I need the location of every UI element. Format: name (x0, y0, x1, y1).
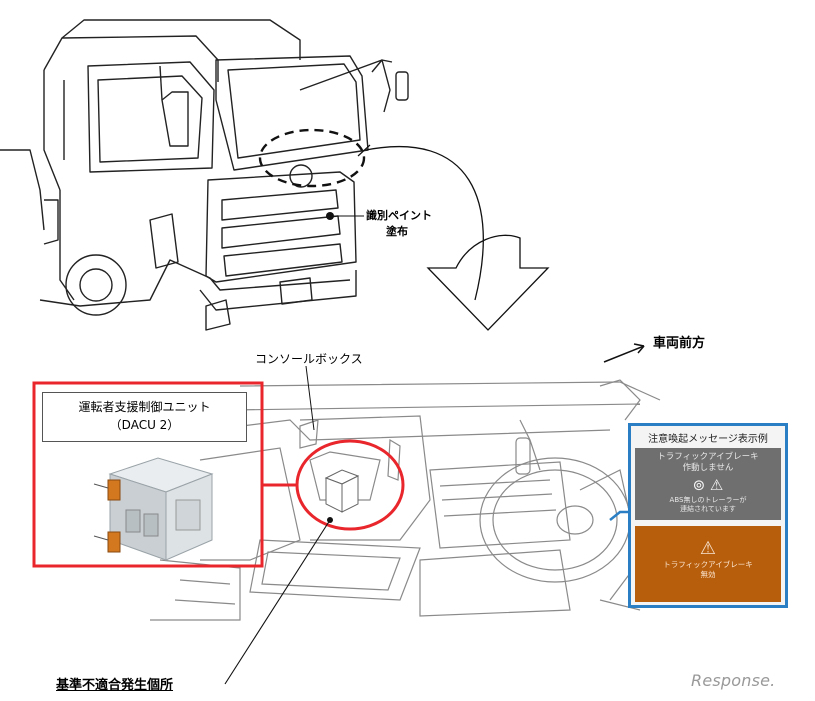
paint-label-line1: 識別ペイント (366, 209, 432, 222)
gray-warning-message: トラフィックアイブレーキ 作動しません ⊚ ⚠ ABS無しのトレーラーが 連結さ… (635, 448, 781, 520)
curved-arrow (365, 145, 484, 301)
truck-illustration (0, 19, 409, 331)
orange-message-line1: トラフィックアイブレーキ (663, 560, 753, 569)
gray-message-sub1: ABS無しのトレーラーが (669, 496, 747, 504)
blue-connector (609, 510, 628, 521)
defect-leader-line (224, 519, 331, 685)
dacu-unit-image (93, 457, 214, 561)
response-logo: Response. (691, 671, 776, 690)
paint-label-line2: 塗布 (386, 225, 408, 238)
defect-location-label: 基準不適合発生個所 (56, 678, 174, 693)
down-arrow-outline (426, 234, 550, 331)
gray-message-sub2: 連結されています (680, 505, 736, 513)
unit-code: （DACU 2） (109, 418, 180, 432)
paint-label: 識別ペイント 塗布 (366, 208, 432, 240)
front-arrow (603, 345, 645, 363)
console-unit-icon (324, 469, 360, 513)
traffic-eye-brake-icon: ⚠ (699, 538, 717, 559)
brake-warning-icon: ⊚ ⚠ (692, 476, 724, 494)
gray-message-line1: トラフィックアイブレーキ (657, 452, 759, 462)
vehicle-front-label: 車両前方 (653, 336, 706, 351)
warning-message-panel: 注意喚起メッセージ表示例 トラフィックアイブレーキ 作動しません ⊚ ⚠ ABS… (628, 423, 788, 608)
message-panel-title: 注意喚起メッセージ表示例 (648, 434, 768, 445)
red-callout (32, 381, 405, 568)
unit-title-box: 運転者支援制御ユニット （DACU 2） (42, 392, 247, 442)
orange-message-line2: 無効 (700, 570, 716, 579)
highlight-dashed-circle (258, 128, 366, 188)
console-box-label: コンソールボックス (255, 352, 363, 366)
orange-warning-message: ⚠ トラフィックアイブレーキ 無効 (635, 526, 781, 602)
gray-message-line2: 作動しません (682, 463, 734, 473)
cab-interior-illustration (150, 379, 661, 621)
unit-name: 運転者支援制御ユニット (78, 400, 211, 414)
